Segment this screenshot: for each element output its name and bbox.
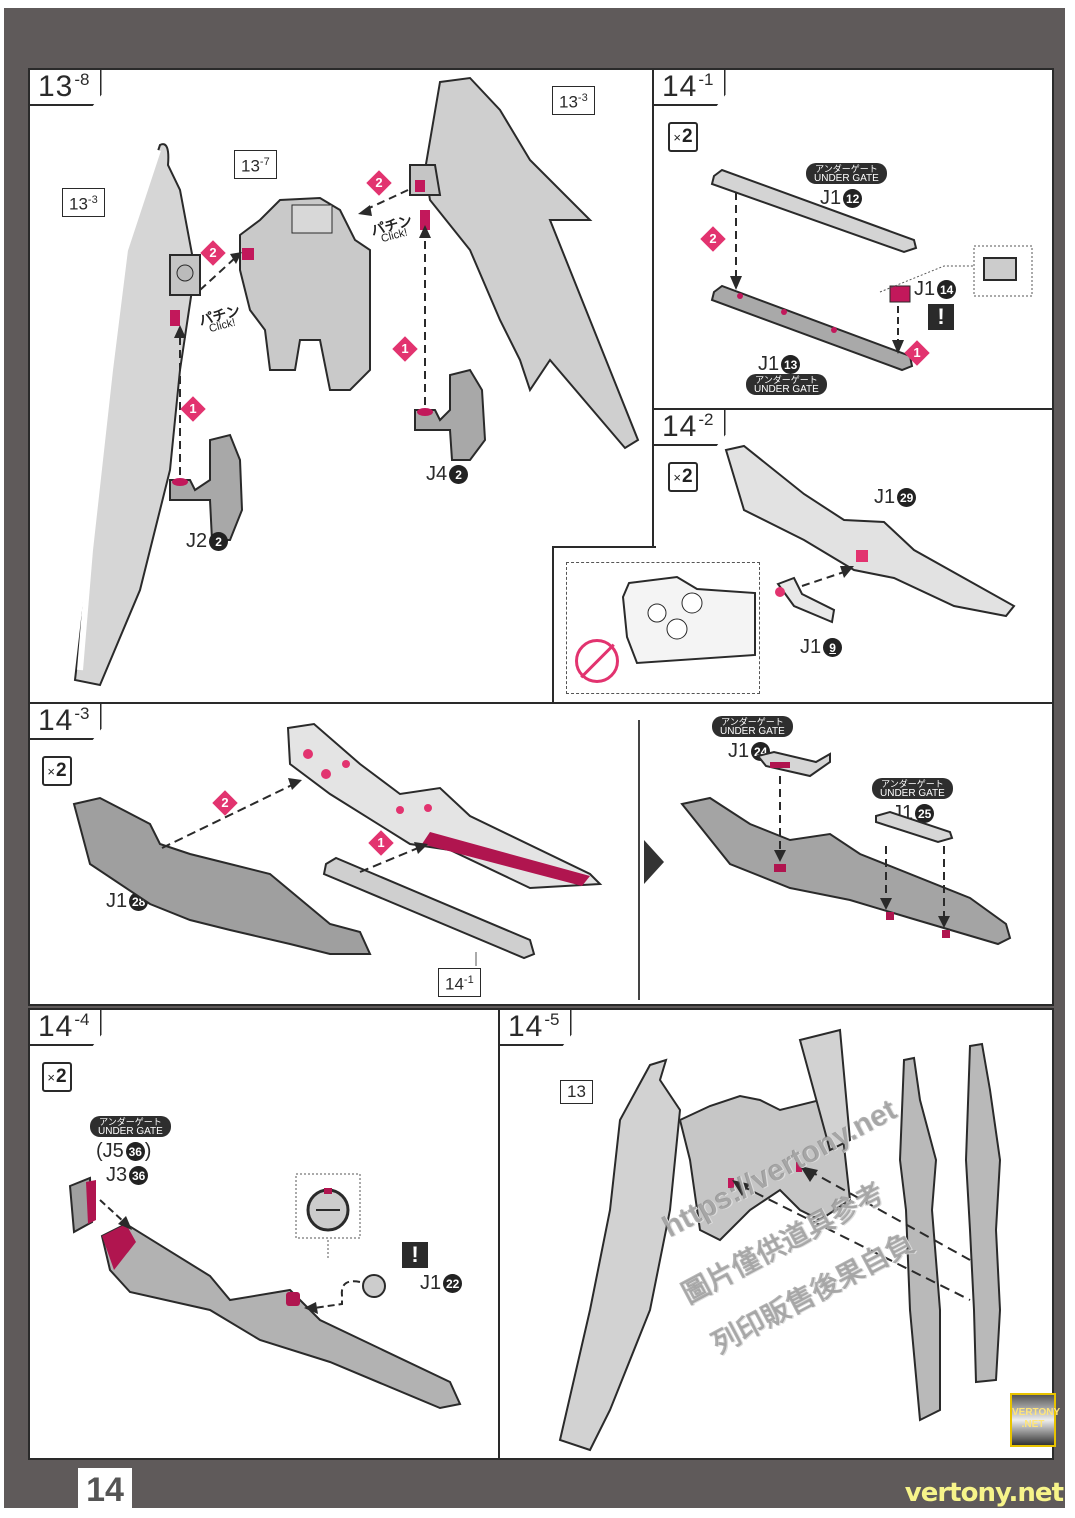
- step-order-marker: 1: [904, 340, 930, 366]
- next-arrow-icon: [644, 840, 664, 884]
- quantity-badge: ×2: [42, 756, 72, 786]
- reference-tag: 14-1: [438, 968, 481, 997]
- quantity-badge: ×2: [668, 462, 698, 492]
- reference-tag: 13-7: [234, 150, 277, 179]
- step-14-5-illustration: [558, 1028, 1002, 1452]
- step-14-5-panel: 14-5 13 https://vertony.net 圖片僅供道具參考 列印販…: [498, 1008, 1054, 1460]
- step-number-tag: 14-1: [654, 70, 726, 106]
- step-13-8-illustration: [73, 76, 640, 687]
- step-order-marker: 2: [212, 790, 238, 816]
- step-order-marker: 1: [368, 830, 394, 856]
- divider-line: [638, 720, 640, 1000]
- page-number: 14: [78, 1468, 132, 1510]
- step-main-number: 13: [38, 70, 74, 103]
- step-number-tag: 14-4: [30, 1010, 102, 1046]
- step-14-3-illustration: [72, 722, 1012, 966]
- step-number-tag: 14-3: [30, 704, 102, 740]
- reference-tag: 13-3: [62, 188, 105, 217]
- step-number-tag: 14-2: [654, 410, 726, 446]
- quantity-badge: ×2: [42, 1062, 72, 1092]
- warning-icon: !: [402, 1242, 428, 1268]
- step-order-marker: 2: [200, 240, 226, 266]
- step-13-8-panel: 13 -8 13-3 13-7 13-3 1: [28, 68, 654, 704]
- no-cut-detail-box: [566, 562, 760, 694]
- step-order-marker: 2: [366, 170, 392, 196]
- site-footer-text: vertony.net: [904, 1478, 1064, 1508]
- no-cut-icon: [575, 639, 619, 683]
- step-number-tag: 14-5: [500, 1010, 572, 1046]
- quantity-badge: ×2: [668, 122, 698, 152]
- step-14-4-illustration: [68, 1173, 462, 1410]
- reference-tag: 13-3: [552, 86, 595, 115]
- warning-icon: !: [928, 304, 954, 330]
- step-sub-number: -8: [74, 70, 90, 89]
- step-order-marker: 2: [700, 226, 726, 252]
- reference-tag: 13: [560, 1080, 593, 1104]
- step-14-1-illustration: [710, 168, 1033, 372]
- detail-illustration: [621, 575, 756, 665]
- step-order-marker: 1: [392, 336, 418, 362]
- step-14-2-illustration: [724, 444, 1016, 624]
- step-order-marker: 1: [180, 396, 206, 422]
- step-number-tag: 13 -8: [30, 70, 102, 106]
- vertony-logo: VERTONY .NET: [1010, 1393, 1060, 1447]
